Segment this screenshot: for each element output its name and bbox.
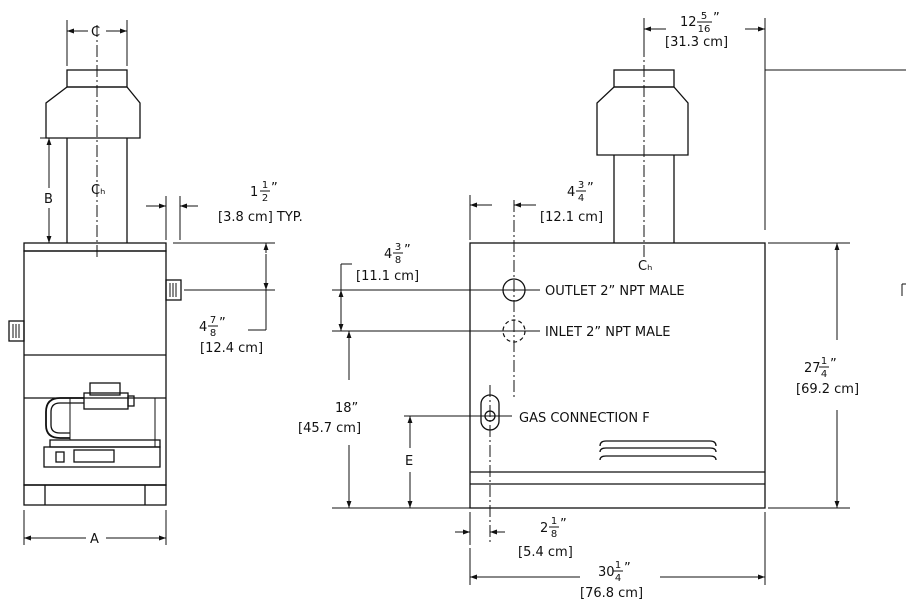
inlet-label: INLET 2” NPT MALE <box>545 325 670 340</box>
front-centerline-label: Cₕ <box>638 259 652 274</box>
svg-text:16: 16 <box>698 24 711 35</box>
front-draft-hood <box>596 86 689 156</box>
svg-text:[3.8 cm] TYP.: [3.8 cm] TYP. <box>218 210 303 225</box>
svg-text:[69.2 cm]: [69.2 cm] <box>796 382 859 397</box>
svg-text:1: 1 <box>615 560 621 571</box>
side-draft-hood <box>45 86 141 139</box>
svg-text:”: ” <box>404 243 411 258</box>
svg-text:30: 30 <box>598 565 615 580</box>
svg-text:4: 4 <box>578 193 584 204</box>
svg-text:8: 8 <box>551 529 557 540</box>
svg-text:2: 2 <box>540 521 548 536</box>
svg-text:”: ” <box>560 517 567 532</box>
front-cabinet <box>469 242 766 509</box>
gas-label: GAS CONNECTION F <box>519 411 650 426</box>
dim-left-offset-label: 4 3 4 ” [12.1 cm] <box>540 180 603 225</box>
dim-height-label: 27 1 4 ” [69.2 cm] <box>796 356 859 397</box>
dim-inlet-height-value: 18” <box>335 401 358 416</box>
svg-text:[11.1 cm]: [11.1 cm] <box>356 269 419 284</box>
gas-connection <box>480 394 500 431</box>
svg-text:4: 4 <box>199 320 207 335</box>
svg-text:3: 3 <box>578 180 584 191</box>
svg-text:12: 12 <box>680 15 697 30</box>
side-base <box>23 484 167 506</box>
dim-flange-label: 1 1 2 ” [3.8 cm] TYP. <box>218 180 303 225</box>
dim-pipe-spacing-label: 4 3 8 ” [11.1 cm] <box>356 242 419 284</box>
dim-width-label: 30 1 4 ” [76.8 cm] <box>580 560 643 601</box>
svg-text:3: 3 <box>395 242 401 253</box>
svg-text:[12.1 cm]: [12.1 cm] <box>540 210 603 225</box>
front-vent <box>599 440 717 447</box>
outlet-label: OUTLET 2” NPT MALE <box>545 284 685 299</box>
svg-text:1: 1 <box>551 516 557 527</box>
dim-c-label: C <box>91 25 100 40</box>
front-view: Cₕ OUTLET 2” NPT MALE INLET 2” NPT MALE … <box>298 11 906 601</box>
svg-text:”: ” <box>271 181 278 196</box>
svg-text:”: ” <box>830 357 837 372</box>
side-right-connector <box>165 279 182 301</box>
dim-flue-offset-label: 12 5 16 ” [31.3 cm] <box>665 11 728 50</box>
svg-text:1: 1 <box>250 185 258 200</box>
svg-text:27: 27 <box>804 361 821 376</box>
svg-text:5: 5 <box>701 11 707 22</box>
svg-text:”: ” <box>587 181 594 196</box>
svg-text:2: 2 <box>262 193 268 204</box>
svg-text:1: 1 <box>262 180 268 191</box>
side-left-connector <box>8 320 25 342</box>
svg-text:[76.8 cm]: [76.8 cm] <box>580 586 643 601</box>
svg-text:4: 4 <box>567 185 575 200</box>
side-centerline-label: Cₕ <box>91 183 105 198</box>
svg-text:1: 1 <box>821 356 827 367</box>
gas-valve-assembly <box>43 382 161 468</box>
svg-text:”: ” <box>624 561 631 576</box>
svg-text:[31.3 cm]: [31.3 cm] <box>665 35 728 50</box>
side-top-plate <box>23 242 167 252</box>
svg-text:[5.4 cm]: [5.4 cm] <box>518 545 573 560</box>
svg-text:8: 8 <box>210 328 216 339</box>
svg-text:4: 4 <box>384 247 392 262</box>
svg-text:8: 8 <box>395 255 401 266</box>
svg-text:”: ” <box>219 316 226 331</box>
dim-e-label: E <box>405 454 413 469</box>
svg-text:7: 7 <box>210 315 216 326</box>
dim-a-label: A <box>90 532 99 547</box>
svg-text:4: 4 <box>821 369 827 380</box>
dim-offset-label: 4 7 8 ” [12.4 cm] <box>199 315 263 356</box>
svg-text:[12.4 cm]: [12.4 cm] <box>200 341 263 356</box>
dim-gas-offset-label: 2 1 8 ” [5.4 cm] <box>518 516 573 560</box>
dim-b-label: B <box>44 192 53 207</box>
svg-text:4: 4 <box>615 573 621 584</box>
svg-text:”: ” <box>713 11 720 26</box>
dim-inlet-height-metric: [45.7 cm] <box>298 421 361 436</box>
side-view: Cₕ C B A 1 1 2 ” [3.8 cm] TYP. <box>8 20 303 547</box>
